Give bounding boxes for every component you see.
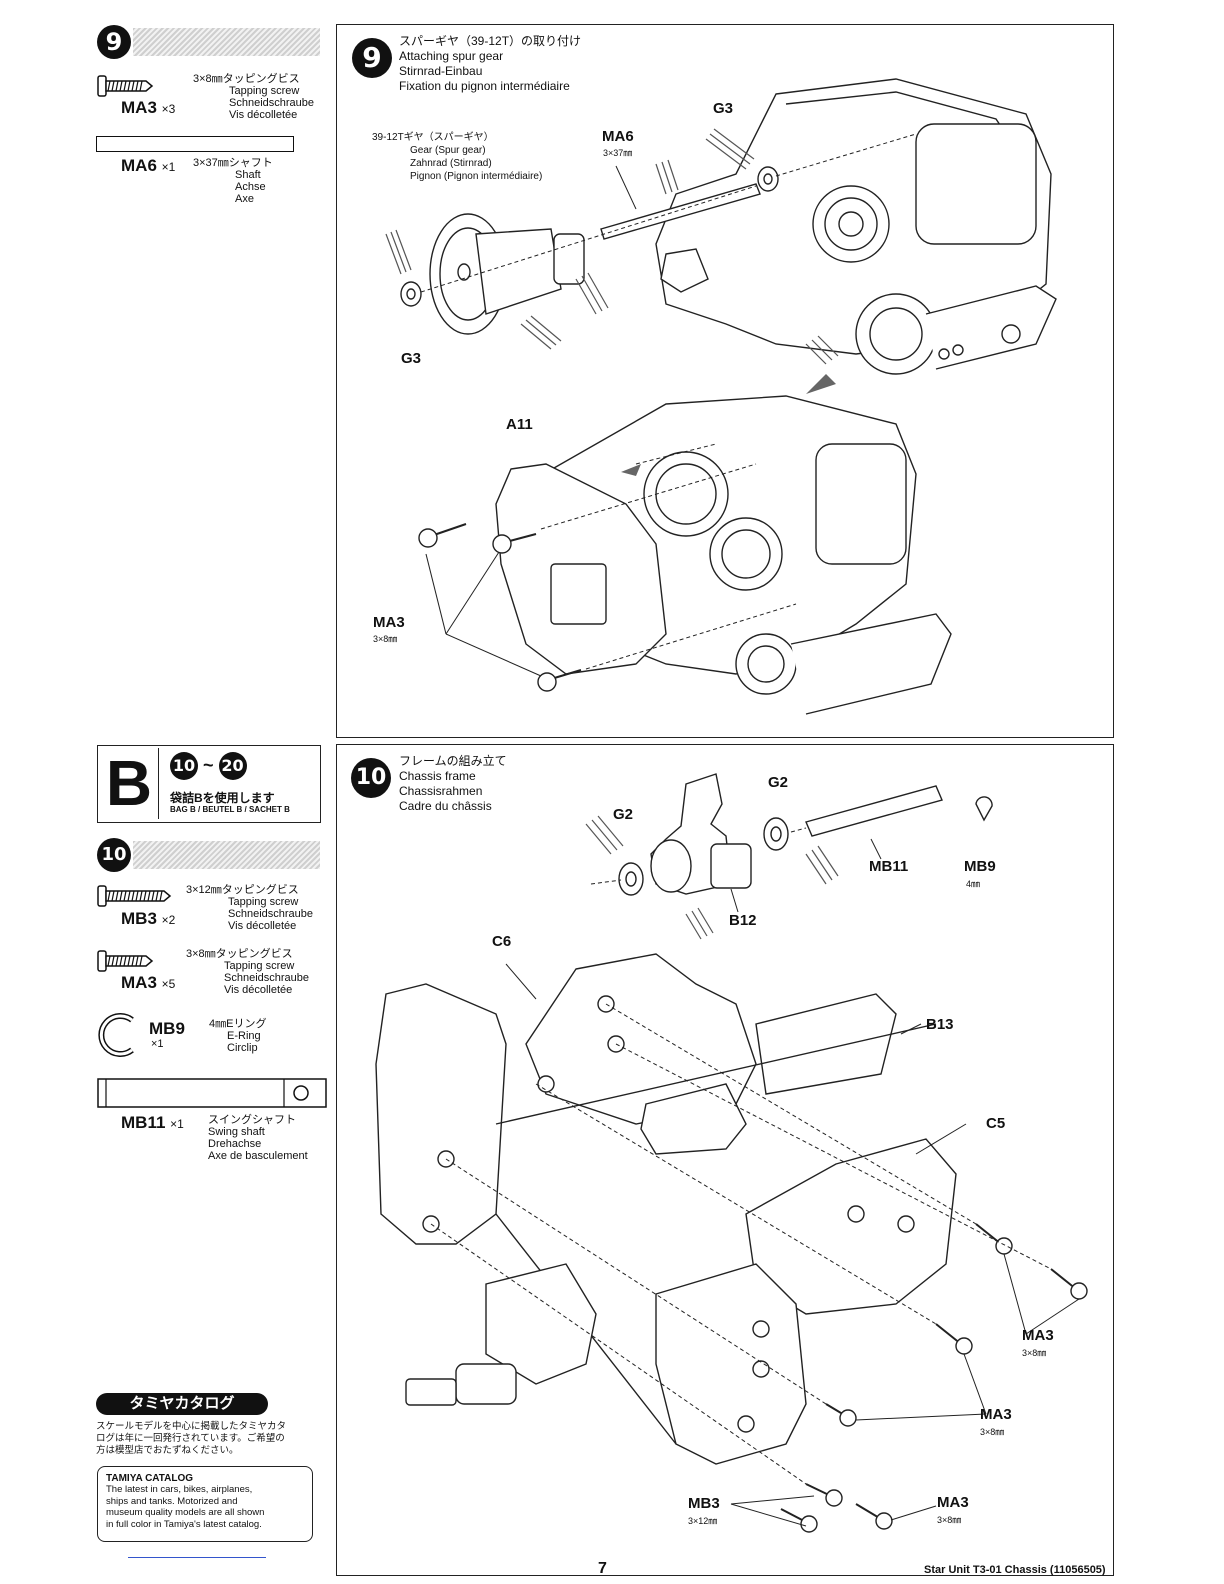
part-mb9-description: 4㎜Eリング E-Ring Circlip: [209, 1018, 267, 1054]
step9-label-ma3: MA3: [373, 614, 405, 631]
bag-b-letter: B: [100, 748, 159, 819]
bag-b-bag-text: BAG B / BEUTEL B / SACHET B: [170, 805, 290, 814]
step10-label-ma3-a-size: 3×8㎜: [1022, 1348, 1047, 1358]
part-mb9-qty: ×1: [151, 1038, 164, 1050]
part-mb3-code: MB3 ×2: [121, 909, 176, 928]
bag-b-use-text: 袋詰Bを使用します: [170, 791, 275, 805]
step10-label-c5: C5: [986, 1115, 1006, 1132]
step9-label-g3-bottom: G3: [401, 350, 422, 367]
step10-label-g2-right: G2: [768, 774, 789, 791]
part-ma3-code: MA3 ×3: [121, 98, 176, 117]
catalog-heading: タミヤカタログ: [96, 1393, 268, 1415]
step9-gear-label: 39-12Tギヤ（スパーギヤ） Gear (Spur gear) Zahnrad…: [372, 132, 543, 182]
sidebar-step9-number: 9: [97, 25, 131, 59]
step10-label-ma3-c-size: 3×8㎜: [937, 1515, 962, 1525]
step10-number: 10: [351, 758, 391, 798]
step10-illustration: [375, 773, 1088, 1533]
part-ma6-description: 3×37㎜シャフト Shaft Achse Axe: [193, 157, 273, 205]
step10-label-ma3-a: MA3: [1022, 1327, 1054, 1344]
footer-rule: [128, 1557, 266, 1558]
swing-shaft-icon: [97, 1078, 327, 1108]
step10-label-b12: B12: [729, 912, 757, 929]
step10-label-mb9: MB9: [964, 858, 996, 875]
e-ring-icon: [98, 1013, 134, 1057]
catalog-en-text: The latest in cars, bikes, airplanes, sh…: [106, 1484, 265, 1530]
step10-label-c6: C6: [492, 933, 512, 950]
step10-label-mb9-size: 4㎜: [966, 879, 981, 889]
part-mb9-code: MB9: [149, 1019, 185, 1038]
shaft-ma6-drawing: [96, 136, 294, 152]
part-ma3-description: 3×8㎜タッピングビス Tapping screw Schneidschraub…: [193, 73, 315, 121]
step9-label-ma6-size: 3×37㎜: [603, 148, 633, 158]
step10-label-g2-left: G2: [613, 806, 634, 823]
bag-b-box: [97, 745, 321, 823]
step9-label-g3-top: G3: [713, 100, 734, 117]
catalog-jp-text: スケールモデルを中心に掲載したタミヤカタ ログは年に一回発行されています。ご希望…: [96, 1421, 287, 1456]
part-mb11-description: スイングシャフト Swing shaft Drehachse Axe de ba…: [208, 1114, 308, 1162]
step10-label-ma3-c: MA3: [937, 1494, 969, 1511]
page-number: 7: [598, 1560, 607, 1577]
step10-label-ma3-b-size: 3×8㎜: [980, 1427, 1005, 1437]
catalog-en-box: TAMIYA CATALOG The latest in cars, bikes…: [97, 1466, 313, 1542]
part-ma3-code-step10: MA3 ×5: [121, 973, 176, 992]
sidebar-step9-header-bar: [133, 28, 320, 56]
part-mb3-description: 3×12㎜タッピングビス Tapping screw Schneidschrau…: [186, 884, 314, 932]
tapping-screw-long-icon: [97, 885, 172, 907]
sidebar-step10-number: 10: [97, 838, 131, 872]
step10-label-ma3-b: MA3: [980, 1406, 1012, 1423]
sidebar-step10-header-bar: [133, 841, 320, 869]
bag-b-range: 10 ~ 20: [170, 752, 247, 780]
step10-label-b13: B13: [926, 1016, 954, 1033]
tapping-screw-icon: [97, 950, 154, 972]
tapping-screw-icon: [97, 75, 154, 97]
part-ma3-description-step10: 3×8㎜タッピングビス Tapping screw Schneidschraub…: [186, 948, 310, 996]
step10-label-mb3-size: 3×12㎜: [688, 1516, 718, 1526]
step10-label-mb11: MB11: [869, 858, 909, 875]
step10-label-mb3: MB3: [688, 1495, 720, 1512]
catalog-en-title: TAMIYA CATALOG: [106, 1473, 194, 1484]
part-ma6-code: MA6 ×1: [121, 156, 176, 175]
step9-label-ma3-size: 3×8㎜: [373, 634, 398, 644]
footer-doc-title: Star Unit T3-01 Chassis (11056505): [924, 1564, 1106, 1576]
step9-label-ma6: MA6: [602, 128, 634, 145]
step9-illustration: [385, 78, 1057, 715]
step9-label-a11: A11: [506, 416, 533, 433]
step9-title: スパーギヤ（39-12T）の取り付け Attaching spur gear S…: [399, 34, 582, 93]
step9-number: 9: [352, 38, 392, 78]
part-mb11-code: MB11 ×1: [121, 1113, 184, 1132]
step10-title: フレームの組み立て Chassis frame Chassisrahmen Ca…: [399, 754, 507, 813]
